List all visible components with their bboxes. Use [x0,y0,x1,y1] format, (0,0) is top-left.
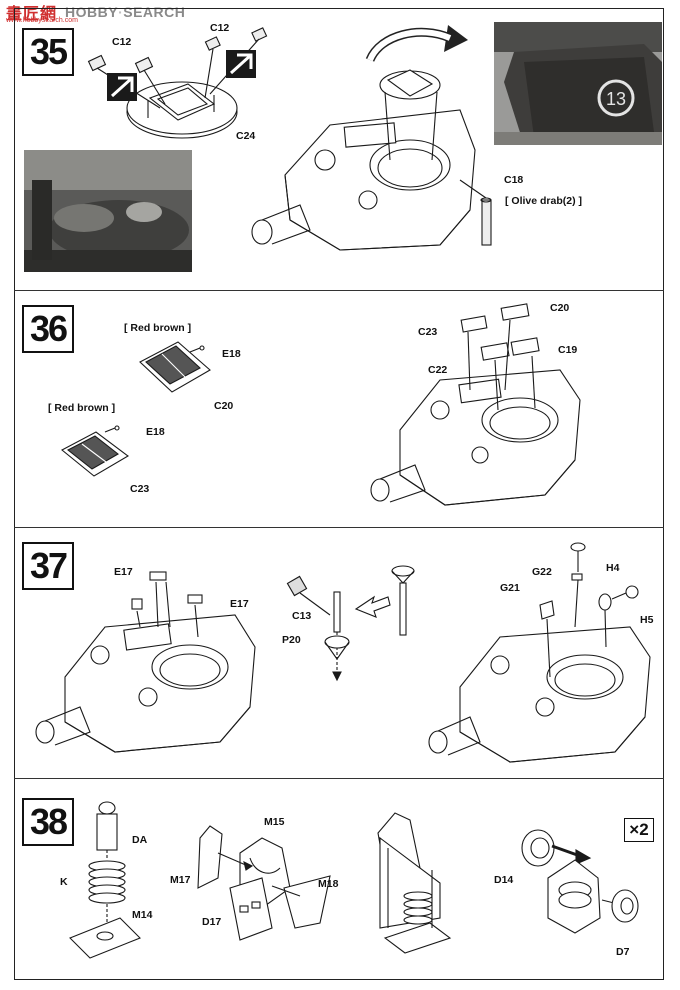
label-c18: C18 [504,174,524,186]
paint-olive-drab: [ Olive drab(2) ] [505,195,583,207]
label-c12-right: C12 [210,22,230,34]
watermark-url: www.hobbysearch.com [6,17,78,24]
step-35-number: 35 [22,28,74,76]
multiplier-x2: ×2 [624,818,654,842]
paint-red-brown-bottom: [ Red brown ] [48,402,116,414]
label-d17: D17 [202,916,222,928]
arrow-box-right [226,50,256,78]
arrow-box-left [107,73,137,101]
divider-35-36 [14,290,664,291]
label-m15: M15 [264,816,285,828]
label-c12-left: C12 [112,36,132,48]
label-e18-bottom: E18 [146,426,165,438]
watermark-cn: 畫匠網 [6,6,58,23]
label-p20: P20 [282,634,301,646]
label-k: K [60,876,68,888]
divider-37-38 [14,778,664,779]
photo-marking: 13 [606,89,626,109]
step-37-art [35,542,651,763]
label-g21: G21 [500,582,520,594]
label-e17-right: E17 [230,598,249,610]
label-m18: M18 [318,878,339,890]
label-c13: C13 [292,610,312,622]
label-da: DA [132,834,148,846]
divider-36-37 [14,527,664,528]
label-h5: H5 [640,614,654,626]
photo-turret-rear-art: 13 [494,22,662,145]
page-frame [14,8,664,980]
step-37-number: 37 [22,542,74,590]
label-c20-left: C20 [214,400,234,412]
paint-red-brown-top: [ Red brown ] [124,322,192,334]
label-c22: C22 [428,364,448,376]
label-m17: M17 [170,874,191,886]
step-36-art [61,303,581,506]
label-c20-right: C20 [550,302,570,314]
step-38-art [69,801,639,959]
label-c23-left: C23 [130,483,150,495]
step-35-art [87,25,492,251]
label-g22: G22 [532,566,552,578]
photo-turret-top-art [24,150,192,272]
photo-turret-top [24,150,192,272]
label-d7: D7 [616,946,630,958]
label-d14: D14 [494,874,514,886]
label-c23-right: C23 [418,326,438,338]
watermark-en-dot: · [118,4,124,20]
label-m14: M14 [132,909,153,921]
label-h4: H4 [606,562,620,574]
step-38-number: 38 [22,798,74,846]
label-c19: C19 [558,344,578,356]
label-e17-left: E17 [114,566,133,578]
photo-turret-rear: 13 [494,22,662,145]
label-e18-top: E18 [222,348,241,360]
step-36-number: 36 [22,305,74,353]
label-c24: C24 [236,130,256,142]
